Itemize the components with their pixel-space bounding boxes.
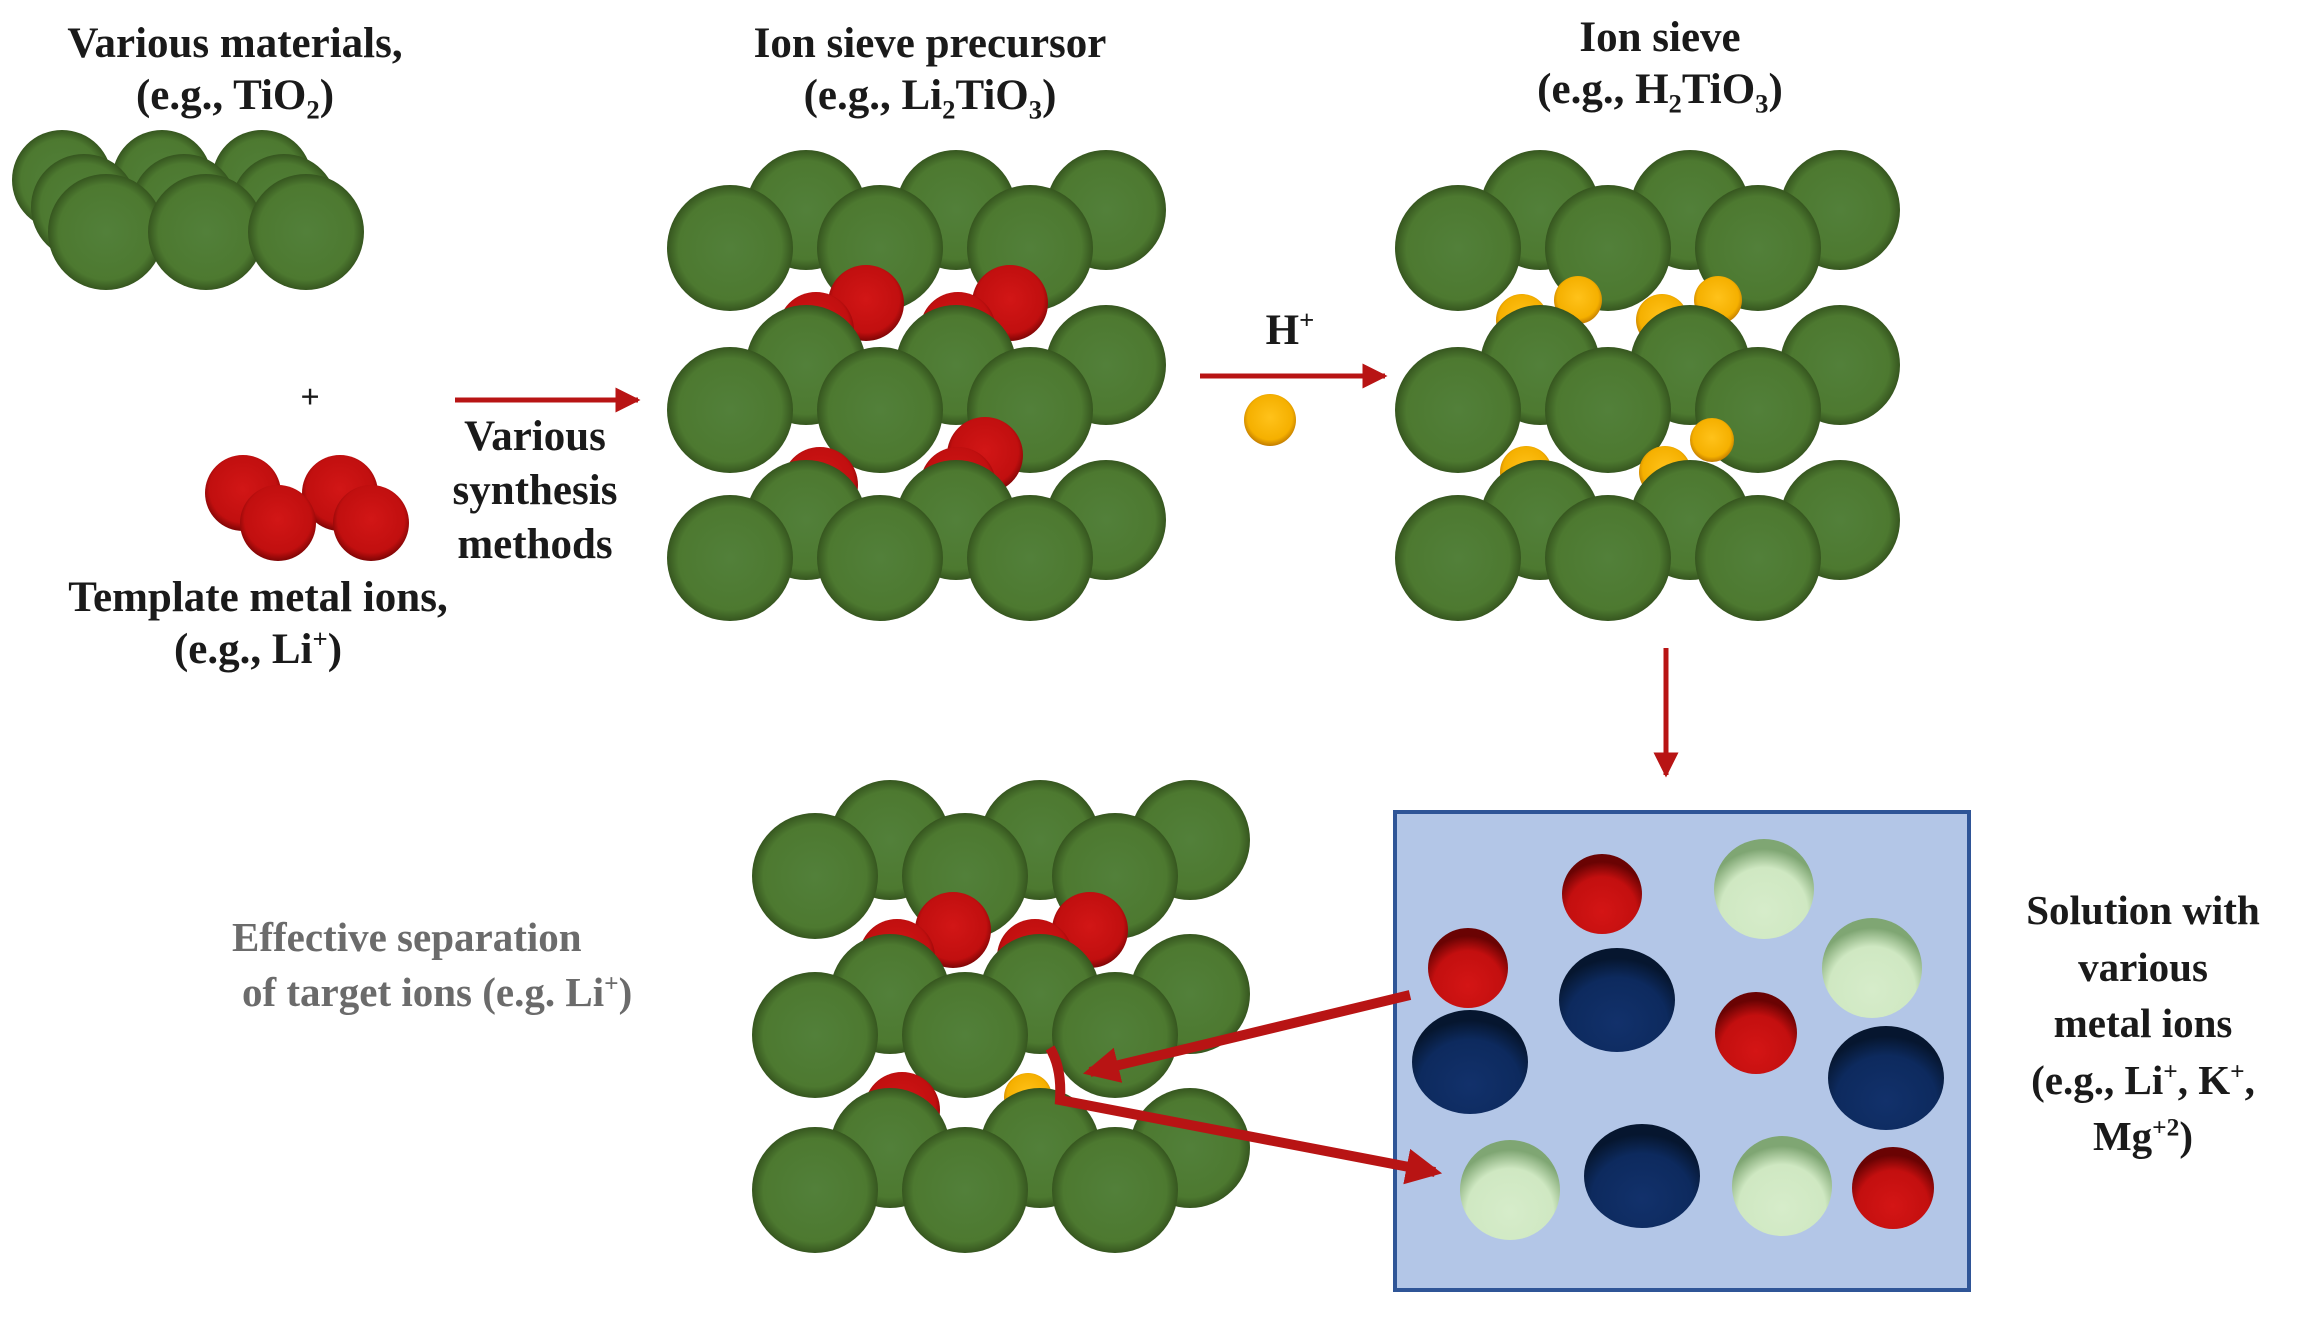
- li-ion: [1562, 854, 1642, 934]
- raw-materials-label: Various materials, (e.g., TiO2): [25, 18, 445, 121]
- proton-label: H+: [1250, 305, 1330, 357]
- separation-label: Effective separation of target ions (e.g…: [212, 910, 732, 1021]
- precursor-label: Ion sieve precursor (e.g., Li2TiO3): [700, 18, 1160, 121]
- k-ion: [1559, 948, 1675, 1052]
- ion-sieve-label: Ion sieve (e.g., H2TiO3): [1480, 12, 1840, 115]
- template-ion-spheres: [205, 455, 409, 561]
- solution-label: Solution with various metal ions (e.g., …: [1984, 882, 2302, 1165]
- solution-box: [1395, 812, 1969, 1290]
- template-ions-label: Template metal ions, (e.g., Li+): [28, 572, 488, 675]
- mg-ion: [1714, 839, 1814, 939]
- proton-sphere: [1244, 394, 1296, 446]
- k-ion: [1828, 1026, 1944, 1130]
- raw-materials-line2: (e.g., TiO2): [25, 70, 445, 122]
- mg-ion: [1822, 918, 1922, 1018]
- plus-sign: +: [290, 378, 330, 419]
- ion-sieve-lattice: [1395, 150, 1900, 621]
- separation-lattice: [752, 780, 1250, 1253]
- li-ion: [1715, 992, 1797, 1074]
- k-ion: [1584, 1124, 1700, 1228]
- li-ion: [1428, 928, 1508, 1008]
- raw-material-spheres: [12, 130, 364, 290]
- mg-ion: [1460, 1140, 1560, 1240]
- template-ions-line1: Template metal ions,: [28, 572, 488, 624]
- precursor-lattice: [667, 150, 1166, 621]
- mg-ion: [1732, 1136, 1832, 1236]
- raw-materials-line1: Various materials,: [25, 18, 445, 70]
- k-ion: [1412, 1010, 1528, 1114]
- template-ions-line2: (e.g., Li+): [28, 624, 488, 676]
- synthesis-label: Various synthesis methods: [428, 410, 642, 573]
- li-ion: [1852, 1147, 1934, 1229]
